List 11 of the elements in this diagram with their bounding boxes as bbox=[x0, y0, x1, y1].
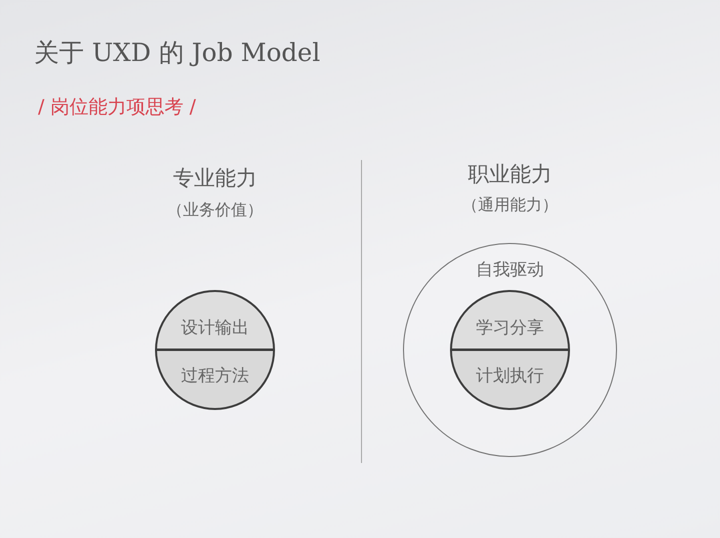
slide-title: 关于 UXD 的 Job Model bbox=[34, 38, 320, 68]
column-subheading: （业务价值） bbox=[167, 200, 263, 220]
circle-label: 过程方法 bbox=[181, 366, 249, 386]
ring-label: 自我驱动 bbox=[476, 260, 544, 280]
subtitle: / 岗位能力项思考 / bbox=[38, 96, 196, 119]
circle-label: 学习分享 bbox=[476, 318, 544, 338]
circle-label: 计划执行 bbox=[476, 366, 544, 386]
column-subheading: （通用能力） bbox=[462, 195, 558, 214]
column-heading: 专业能力 bbox=[173, 166, 257, 192]
circle-label: 设计输出 bbox=[181, 318, 249, 338]
column-heading: 职业能力 bbox=[468, 162, 552, 188]
